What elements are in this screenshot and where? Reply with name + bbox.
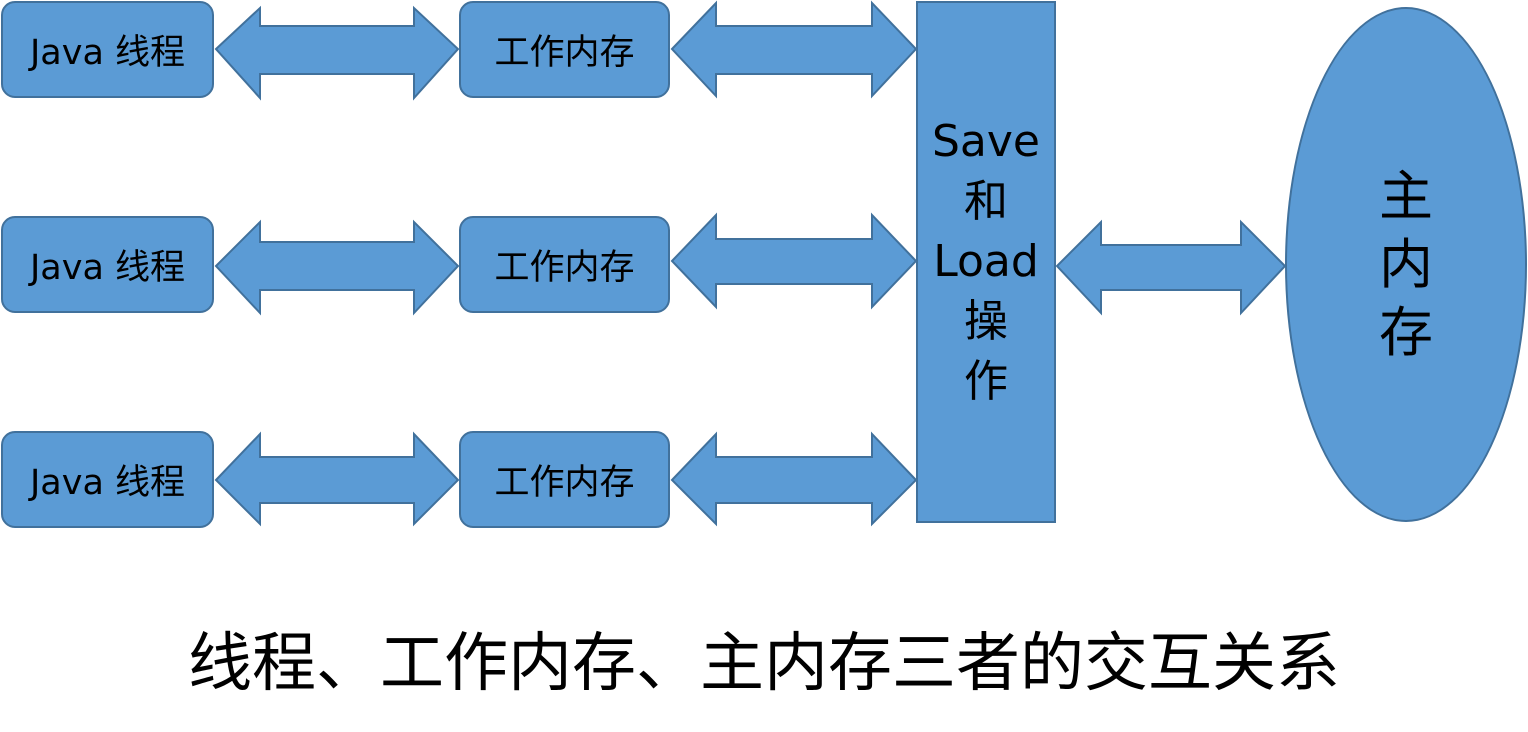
java-thread-label-1: Java 线程 bbox=[29, 33, 186, 73]
thread-workmem-arrow-3 bbox=[214, 431, 460, 527]
main-memory-ellipse: 主内存 bbox=[1285, 7, 1527, 522]
workmem-ops-arrow-1 bbox=[670, 0, 918, 99]
work-memory-label-3: 工作内存 bbox=[494, 463, 635, 503]
thread-workmem-arrow-1 bbox=[214, 5, 460, 101]
java-thread-box-2: Java 线程 bbox=[1, 216, 214, 313]
work-memory-label-2: 工作内存 bbox=[494, 248, 635, 288]
java-thread-box-3: Java 线程 bbox=[1, 431, 214, 528]
work-memory-box-3: 工作内存 bbox=[459, 431, 670, 528]
java-thread-box-1: Java 线程 bbox=[1, 1, 214, 98]
ops-line-cao: 操 bbox=[964, 296, 1008, 347]
ops-line-zuo: 作 bbox=[964, 356, 1008, 407]
work-memory-box-2: 工作内存 bbox=[459, 216, 670, 313]
workmem-ops-arrow-3 bbox=[670, 431, 918, 527]
ops-mainmem-arrow bbox=[1055, 219, 1287, 316]
diagram-caption: 线程、工作内存、主内存三者的交互关系 bbox=[188, 627, 1340, 701]
ops-line-save: Save bbox=[931, 116, 1040, 167]
work-memory-label-1: 工作内存 bbox=[494, 33, 635, 73]
workmem-ops-arrow-2 bbox=[670, 212, 918, 310]
ops-line-load: Load bbox=[933, 236, 1039, 287]
thread-workmem-arrow-2 bbox=[214, 219, 460, 316]
work-memory-box-1: 工作内存 bbox=[459, 1, 670, 98]
java-thread-label-2: Java 线程 bbox=[29, 248, 186, 288]
java-thread-label-3: Java 线程 bbox=[29, 463, 186, 503]
ops-line-and: 和 bbox=[964, 176, 1008, 227]
main-memory-label: 主内存 bbox=[1379, 164, 1433, 364]
save-load-operations-box: Save 和 Load 操 作 bbox=[916, 1, 1056, 523]
